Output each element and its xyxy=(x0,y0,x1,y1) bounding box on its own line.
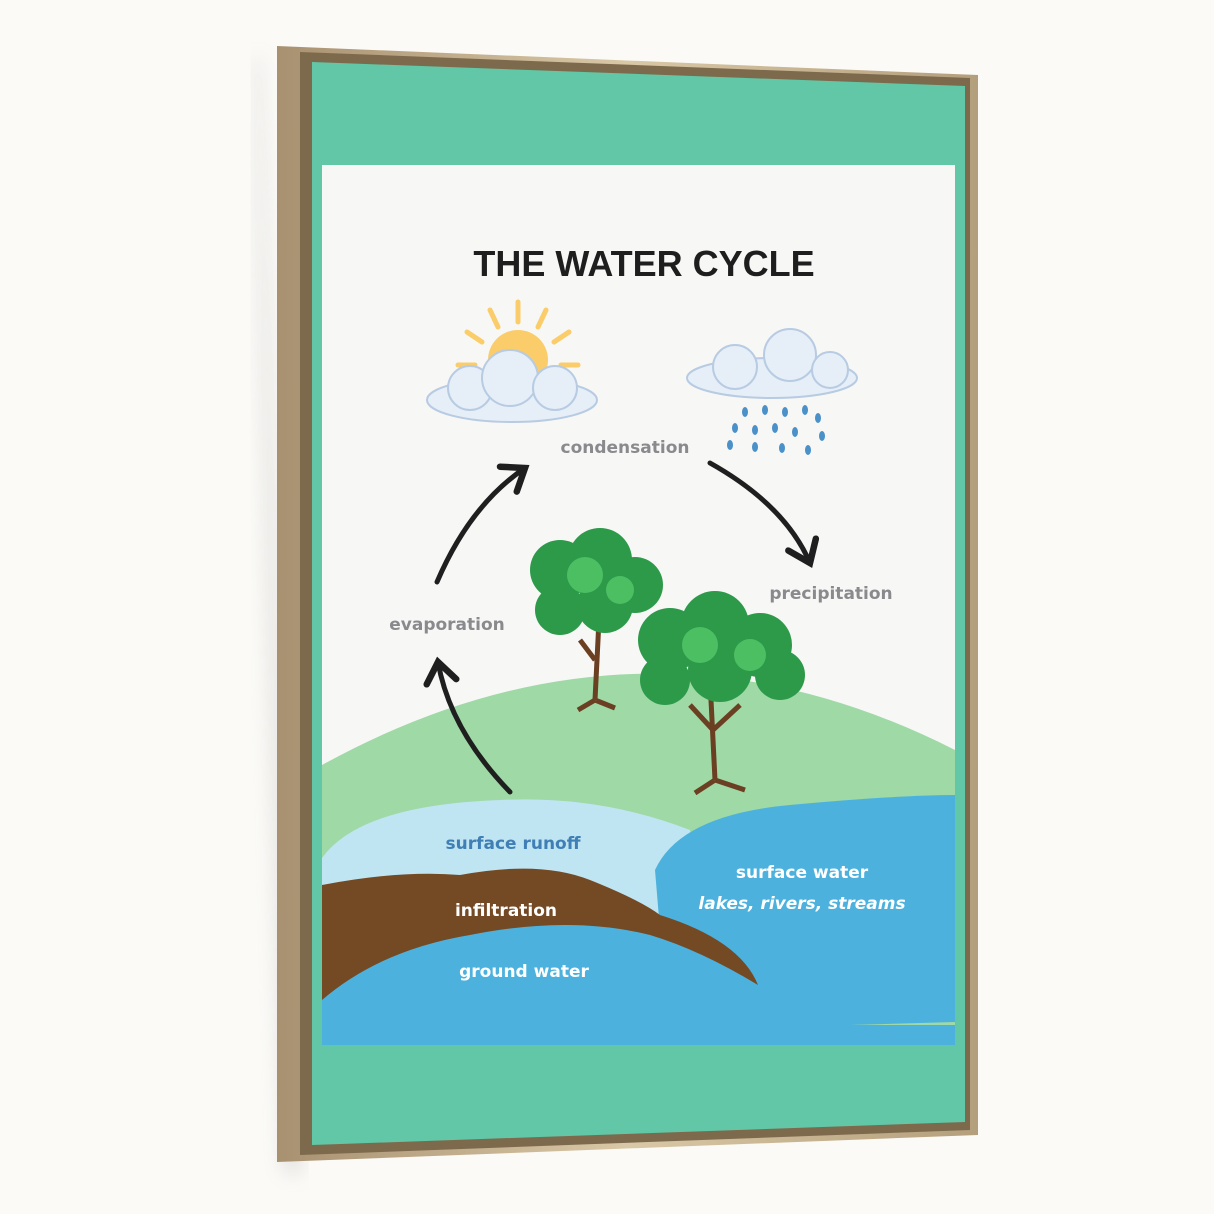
label-surface-runoff: surface runoff xyxy=(445,834,580,854)
soil-infiltration-layer xyxy=(322,868,758,1000)
arrow-evaporation-up xyxy=(423,656,513,795)
tree-icon xyxy=(530,528,663,713)
arrow-to-precipitation xyxy=(707,460,820,568)
label-infiltration: infiltration xyxy=(455,901,557,921)
cycle-arrows xyxy=(423,460,820,795)
surface-water-area xyxy=(322,795,955,1040)
cloud-icon xyxy=(426,349,598,423)
label-precipitation: precipitation xyxy=(769,584,892,604)
raindrops-icon xyxy=(727,405,825,455)
label-surface-water-examples: lakes, rivers, streams xyxy=(698,894,905,914)
label-condensation: condensation xyxy=(561,438,690,458)
label-surface-water: surface water xyxy=(736,863,869,883)
arrow-to-condensation xyxy=(434,463,530,585)
ground-water-base xyxy=(322,1025,955,1045)
label-ground-water: ground water xyxy=(459,962,589,982)
rain-cloud-icon xyxy=(686,328,858,399)
poster-title: THE WATER CYCLE xyxy=(473,243,814,284)
label-evaporation: evaporation xyxy=(389,615,505,635)
tree-icon xyxy=(638,591,805,796)
